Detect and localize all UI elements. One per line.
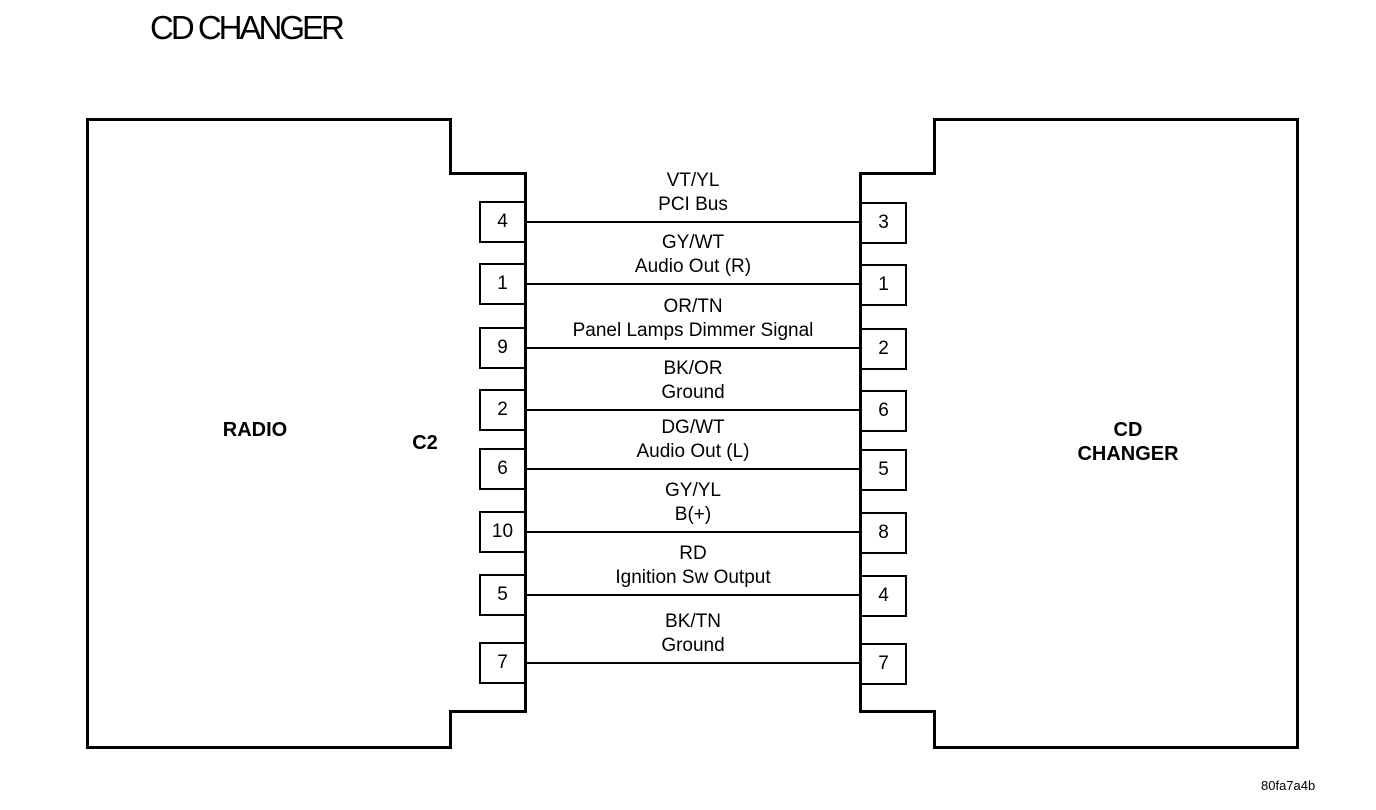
connector-c2-label: C2 (412, 432, 438, 454)
cd-changer-label-line2: CHANGER (1077, 443, 1179, 465)
wire-function: B(+) (674, 504, 712, 525)
radio-label: RADIO (222, 419, 288, 441)
wire-line (526, 221, 860, 223)
wire-line (526, 409, 860, 411)
wire-color-code: OR/TN (663, 296, 723, 317)
wire-line (526, 347, 860, 349)
wire-color-code: GY/WT (661, 232, 725, 253)
wire-line (526, 662, 860, 664)
cd-changer-pin: 7 (860, 643, 907, 685)
wire-color-code: DG/WT (661, 417, 725, 438)
cd-changer-pin: 8 (860, 512, 907, 554)
wire-function: Ground (661, 635, 725, 656)
radio-pin: 5 (479, 574, 526, 616)
cd-changer-pin: 5 (860, 449, 907, 491)
radio-pin: 9 (479, 327, 526, 369)
wire-line (526, 468, 860, 470)
wire-function: Audio Out (L) (636, 441, 750, 462)
diagram-title: CD CHANGER (150, 9, 345, 46)
cd-changer-connector-housing (859, 172, 936, 713)
radio-module (86, 118, 452, 749)
radio-pin: 2 (479, 389, 526, 431)
radio-pin: 6 (479, 448, 526, 490)
wire-function: Audio Out (R) (634, 256, 752, 277)
wire-line (526, 531, 860, 533)
wire-function: Ground (661, 382, 725, 403)
wire-function: Panel Lamps Dimmer Signal (572, 320, 814, 341)
cd-changer-pin: 2 (860, 328, 907, 370)
cd-changer-module (933, 118, 1299, 749)
wire-color-code: BK/OR (663, 358, 723, 379)
cd-changer-pin: 4 (860, 575, 907, 617)
cd-changer-label-line1: CD (1113, 419, 1143, 441)
radio-pin: 1 (479, 263, 526, 305)
wire-color-code: RD (679, 543, 707, 564)
wire-line (526, 283, 860, 285)
radio-pin: 10 (479, 511, 526, 553)
cd-changer-pin: 1 (860, 264, 907, 306)
figure-id: 80fa7a4b (1261, 778, 1316, 793)
wire-function: Ignition Sw Output (615, 567, 771, 588)
radio-pin: 4 (479, 201, 526, 243)
wire-color-code: BK/TN (665, 611, 721, 632)
wire-line (526, 594, 860, 596)
radio-pin: 7 (479, 642, 526, 684)
wire-function: PCI Bus (658, 194, 728, 215)
cd-changer-pin: 3 (860, 202, 907, 244)
cd-changer-pin: 6 (860, 390, 907, 432)
wire-color-code: GY/YL (665, 480, 721, 501)
radio-connector-housing (449, 172, 527, 713)
wire-color-code: VT/YL (666, 170, 720, 191)
